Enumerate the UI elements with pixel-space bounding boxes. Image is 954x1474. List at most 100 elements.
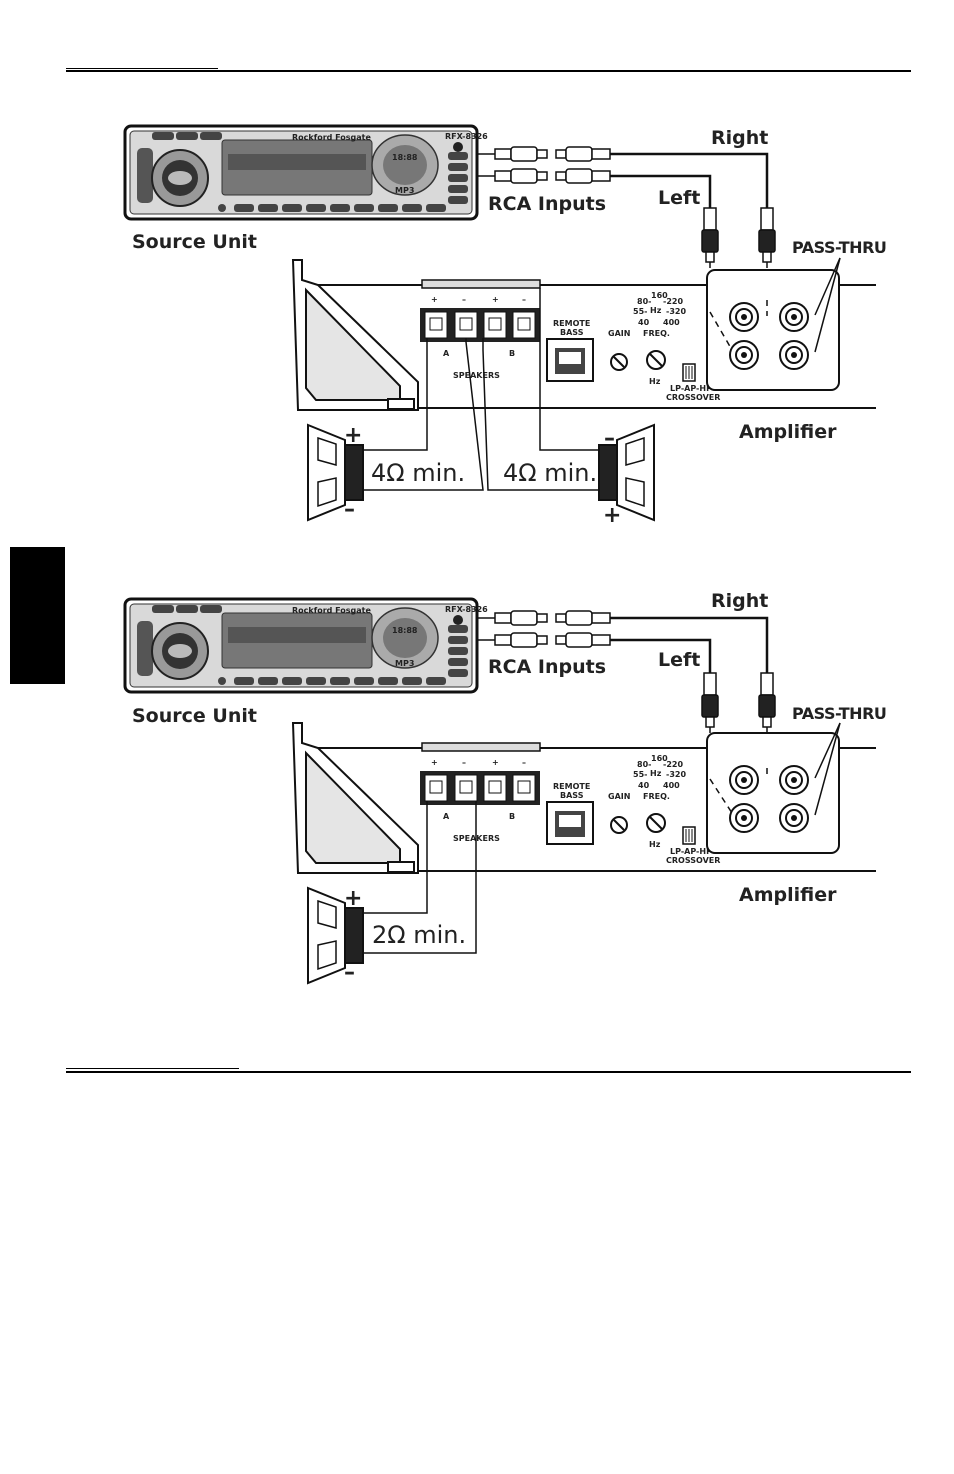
right-speaker-plus: + — [603, 503, 621, 528]
speaker-load-right: 4Ω min. — [503, 459, 597, 487]
subwoofer-plus: + — [344, 886, 362, 911]
pass-thru-label: PASS-THRU — [792, 704, 886, 723]
freq-tick-400: 400 — [663, 318, 680, 327]
speaker-wires — [362, 801, 477, 954]
freq-tick-80: 80- — [637, 760, 651, 769]
footer-rule — [66, 1071, 911, 1073]
right-speaker — [598, 423, 655, 522]
model-label: RFX-8326 — [445, 132, 488, 141]
terminal-plus-a: + — [431, 295, 438, 304]
left-speaker-plus: + — [344, 423, 362, 448]
rca-inputs-label: RCA Inputs — [488, 193, 606, 215]
left-speaker-minus: – — [344, 497, 355, 522]
header-rule — [66, 70, 911, 72]
gain-label: GAIN — [608, 329, 630, 338]
mp3-badge: MP3 — [395, 659, 414, 668]
right-speaker-minus: – — [604, 426, 615, 451]
freq-tick-400: 400 — [663, 781, 680, 790]
rca-cables — [610, 152, 769, 208]
freq-tick-40: 40 — [638, 781, 650, 790]
speaker-terminal-block — [420, 279, 541, 342]
freq-label: FREQ. — [643, 329, 670, 338]
preset-buttons — [234, 204, 446, 212]
preset-buttons — [234, 677, 446, 685]
input-dashed-guides — [709, 768, 768, 814]
remote-label: REMOTE — [553, 319, 590, 328]
source-unit-head-unit: 18:88 MP3 Rockford Fosgate RFX-8326 — [123, 124, 488, 221]
rca-input-panel — [706, 269, 840, 391]
freq-tick-320: -320 — [666, 770, 686, 779]
rca-plugs — [701, 207, 776, 263]
terminal-minus-a: – — [462, 295, 466, 304]
display-digits: 18:88 — [392, 153, 418, 162]
top-buttons — [152, 605, 222, 613]
freq-tick-220: -220 — [663, 760, 683, 769]
rca-connectors — [477, 610, 611, 648]
speaker-load-left: 4Ω min. — [371, 459, 465, 487]
freq-tick-55: 55- — [633, 307, 647, 316]
right-label: Right — [711, 127, 768, 149]
rca-input-panel — [706, 732, 840, 854]
freq-tick-320: -320 — [666, 307, 686, 316]
pass-thru-label: PASS-THRU — [792, 238, 886, 257]
speakers-label: SPEAKERS — [453, 371, 500, 380]
source-unit-head-unit: 18:88 MP3 Rockford Fosgate RFX-8326 — [123, 597, 488, 694]
channel-a-label: A — [443, 812, 450, 821]
terminal-minus-b: – — [522, 758, 526, 767]
bass-label: BASS — [560, 791, 584, 800]
crossover-mode-label: LP-AP-HP — [670, 384, 712, 393]
brand-label: Rockford Fosgate — [292, 606, 372, 615]
terminal-plus-b: + — [492, 295, 499, 304]
right-buttons — [448, 152, 468, 204]
pass-thru-pointers — [814, 722, 841, 816]
channel-a-label: A — [443, 349, 450, 358]
rca-connectors — [477, 146, 611, 184]
terminal-plus-b: + — [492, 758, 499, 767]
channel-b-label: B — [509, 349, 515, 358]
freq-tick-55: 55- — [633, 770, 647, 779]
freq-hz-label: Hz — [649, 840, 661, 849]
speaker-wires — [362, 288, 600, 491]
amplifier-label: Amplifier — [739, 884, 837, 906]
bass-label: BASS — [560, 328, 584, 337]
crossover-label: CROSSOVER — [666, 856, 720, 865]
brand-label: Rockford Fosgate — [292, 133, 372, 142]
subwoofer — [307, 886, 364, 985]
crossover-mode-label: LP-AP-HP — [670, 847, 712, 856]
right-label: Right — [711, 593, 768, 612]
crossover-label: CROSSOVER — [666, 393, 720, 402]
terminal-minus-a: – — [462, 758, 466, 767]
right-buttons — [448, 625, 468, 677]
amplifier-body — [291, 259, 876, 411]
rca-plugs — [701, 672, 776, 728]
section-thumb-tab — [10, 547, 65, 684]
rca-inputs-label: RCA Inputs — [488, 656, 606, 678]
pass-thru-pointers — [814, 257, 841, 353]
freq-hz-label: Hz — [649, 377, 661, 386]
freq-label: FREQ. — [643, 792, 670, 801]
channel-b-label: B — [509, 812, 515, 821]
rca-cables — [610, 616, 769, 673]
display-digits: 18:88 — [392, 626, 418, 635]
subwoofer-load: 2Ω min. — [372, 921, 466, 949]
source-unit-label: Source Unit — [132, 231, 257, 253]
left-label: Left — [658, 649, 700, 671]
freq-scale-hz: Hz — [650, 306, 662, 315]
model-label: RFX-8326 — [445, 605, 488, 614]
terminal-plus-a: + — [431, 758, 438, 767]
terminal-minus-b: – — [522, 295, 526, 304]
footer-rule-short — [66, 1068, 239, 1069]
left-speaker — [307, 423, 364, 522]
left-label: Left — [658, 187, 700, 209]
freq-scale-hz: Hz — [650, 769, 662, 778]
freq-tick-160: 160 — [651, 291, 668, 300]
header-rule-short — [66, 68, 218, 69]
remote-label: REMOTE — [553, 782, 590, 791]
top-buttons — [152, 132, 222, 140]
freq-tick-160: 160 — [651, 754, 668, 763]
speaker-terminal-block — [420, 742, 541, 805]
amplifier-body — [291, 722, 876, 874]
wiring-diagram-2: 18:88 MP3 Rockford Fosgate RFX-8326 — [123, 593, 887, 985]
mp3-badge: MP3 — [395, 186, 414, 195]
freq-tick-220: -220 — [663, 297, 683, 306]
